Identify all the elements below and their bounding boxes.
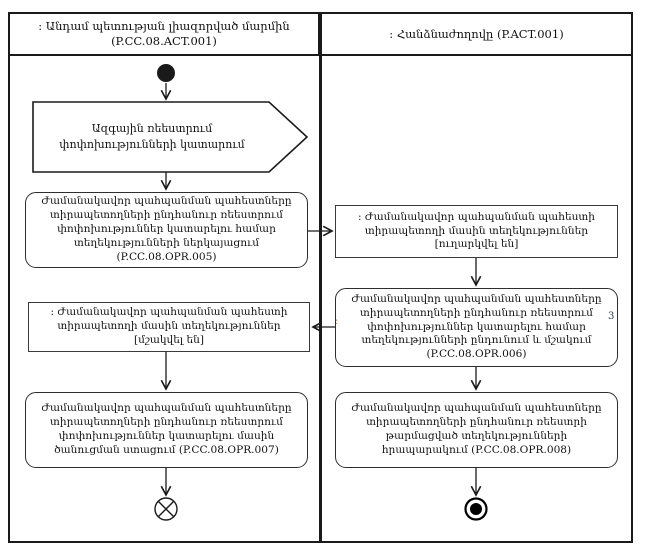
text-artifact-glyph: 3 <box>608 311 615 322</box>
send-signal-label: Ազգային ռեեստրում փոփոխությունների կատար… <box>36 103 268 171</box>
object-label: : Ժամանակավոր պահպանման պահեստի տիրապետո… <box>358 210 595 251</box>
lane-header-authorized-body: : Անդամ պետության լիազորված մարմին (P.CC… <box>8 12 320 56</box>
activity-label: Ժամանակավոր պահպանման պահեստները տիրապետ… <box>41 402 292 456</box>
activity-label: Ժամանակավոր պահպանման պահեստները տիրապետ… <box>351 402 602 456</box>
lane-header-commission: : Հանձնաժողովը (P.ACT.001) <box>320 12 633 56</box>
activity-opr006: Ժամանակավոր պահպանման պահեստները տիրապետ… <box>335 288 618 367</box>
activity-opr007: Ժամանակավոր պահպանման պահեստները տիրապետ… <box>25 392 308 468</box>
lane-title: : Հանձնաժողովը (P.ACT.001) <box>389 26 564 41</box>
activity-label: Ժամանակավոր պահպանման պահեստները տիրապետ… <box>41 195 292 263</box>
lane-title: : Անդամ պետության լիազորված մարմին (P.CC… <box>38 19 290 48</box>
object-label: : Ժամանակավոր պահպանման պահեստի տիրապետո… <box>50 306 288 346</box>
activity-opr008: Ժամանակավոր պահպանման պահեստները տիրապետ… <box>335 392 618 468</box>
lane-divider <box>319 12 322 543</box>
signal-text: Ազգային ռեեստրում փոփոխությունների կատար… <box>59 122 245 151</box>
activity-label: Ժամանակավոր պահպանման պահեստները տիրապետ… <box>351 292 602 361</box>
object-node-info-processed: : Ժամանակավոր պահպանման պահեստի տիրապետո… <box>28 302 310 352</box>
activity-opr005: Ժամանակավոր պահպանման պահեստները տիրապետ… <box>25 192 308 268</box>
object-node-info-sent: : Ժամանակավոր պահպանման պահեստի տիրապետո… <box>335 205 618 258</box>
text-artifact-colon: : <box>335 316 339 327</box>
